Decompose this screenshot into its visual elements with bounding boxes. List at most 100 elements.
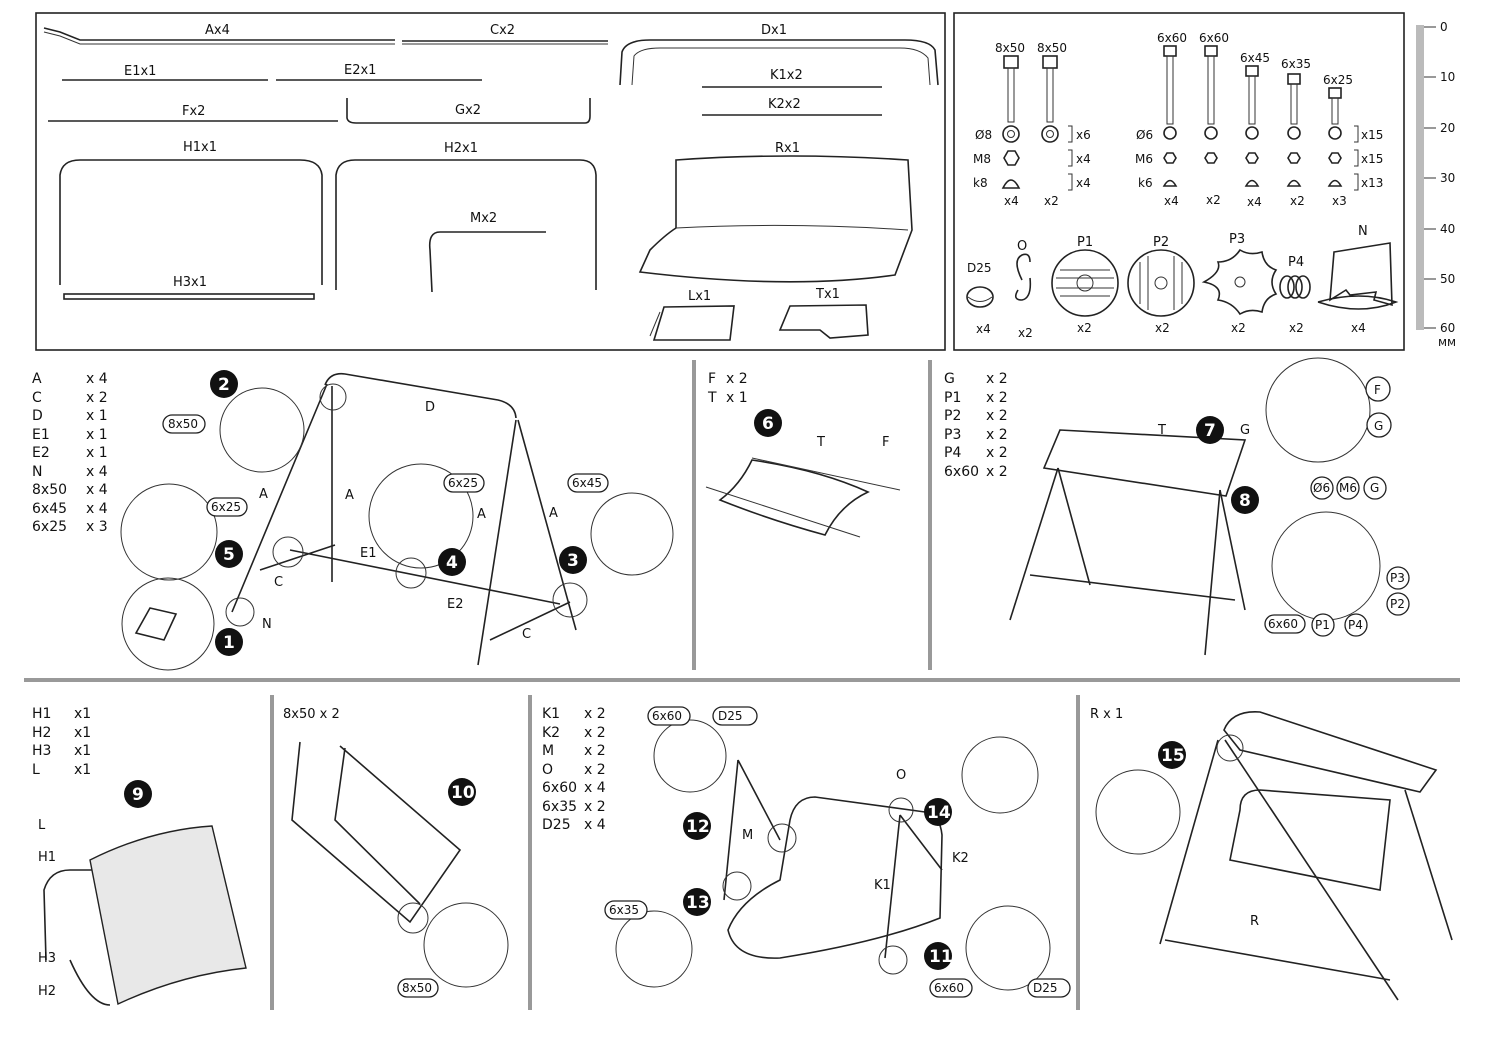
ruler-tick: 50 (1440, 272, 1455, 286)
list-qty: x1 (74, 761, 92, 778)
accessory-drawings (966, 242, 1399, 317)
part-label-C: Cx2 (490, 23, 515, 38)
count-label: x4 (1247, 195, 1262, 209)
list-part: K2 (542, 724, 561, 741)
frame-assembly-drawing (120, 372, 674, 671)
seat-frame-drawing (291, 741, 509, 988)
ruler-unit: мм (1438, 335, 1456, 349)
hanger-label: O (896, 768, 906, 783)
step-number: 11 (929, 947, 953, 967)
list-part: L (32, 761, 40, 778)
list-qty: x1 (74, 724, 92, 741)
parts-box (35, 12, 946, 351)
canopy-label: F (882, 435, 889, 450)
callout: 6x25 (448, 476, 478, 490)
count-label: x15 (1361, 128, 1383, 142)
ruler-tick: 0 (1440, 20, 1448, 34)
part-label-H3: H3x1 (173, 275, 207, 290)
canopy-label: T (816, 435, 825, 450)
list-part: N (32, 463, 43, 480)
accessory-label: D25 (967, 261, 992, 275)
count-label: x2 (1206, 193, 1221, 207)
part-label-H2: H2x1 (444, 141, 478, 156)
part-A-drawing (43, 27, 395, 45)
accessory-label: P2 (1153, 235, 1169, 250)
list-qty: x 2 (986, 426, 1008, 443)
list-qty: x 1 (86, 445, 108, 461)
canopy-frame-label: P3 (1390, 571, 1405, 585)
callout: 8x50 (402, 981, 432, 995)
bolt-label: 6x35 (1281, 57, 1311, 71)
hanger-label: K2 (952, 851, 969, 866)
section-title: R x 1 (1090, 707, 1123, 722)
list-qty: x 2 (584, 743, 606, 759)
ruler-tick: 10 (1440, 70, 1455, 84)
ruler-tick: 20 (1440, 121, 1455, 135)
list-part: F (708, 371, 717, 387)
canopy-frame-label: M6 (1339, 481, 1357, 495)
list-part: H2 (32, 724, 52, 741)
count-label: x6 (1076, 128, 1091, 142)
part-label-M: Mx2 (470, 211, 497, 226)
seat-label: H2 (38, 984, 56, 999)
bolt-drawings (1003, 45, 1342, 125)
list-part: O (542, 761, 554, 778)
list-part: K1 (542, 706, 561, 722)
step-number: 13 (686, 893, 710, 913)
row-label: Ø8 (975, 128, 992, 142)
list-part: D (32, 408, 43, 424)
part-H3-drawing (63, 293, 315, 300)
count-label: x4 (1076, 176, 1091, 190)
list-part: P2 (944, 408, 962, 424)
list-qty: x 2 (986, 389, 1008, 406)
list-part: 8x50 (32, 482, 68, 498)
step-number: 8 (1239, 491, 1251, 511)
part-R-drawing (638, 155, 913, 283)
list-qty: x 1 (86, 426, 108, 443)
row-label: k8 (973, 176, 988, 190)
list-qty: x 4 (86, 371, 108, 387)
part-label-K1: K1x2 (770, 68, 803, 83)
list-qty: x 2 (584, 706, 606, 722)
hanger-label: M (742, 828, 753, 843)
callout: 6x35 (609, 903, 639, 917)
final-swing-drawing (1095, 711, 1453, 1001)
section-title: 8x50 x 2 (283, 707, 340, 722)
bolt-label: 6x45 (1240, 51, 1270, 65)
row-label: Ø6 (1136, 128, 1153, 142)
canopy-frame-label: P2 (1390, 597, 1405, 611)
canopy-frame-label: P4 (1348, 618, 1363, 632)
list-qty: x 4 (86, 500, 108, 517)
step-markers (124, 370, 1259, 970)
bolt-label: 6x60 (1157, 31, 1187, 45)
list-qty: x 2 (584, 798, 606, 815)
step-number: 10 (451, 783, 475, 803)
step-number: 1 (223, 633, 235, 653)
seat-cover-drawing (43, 825, 247, 1006)
part-label-G: Gx2 (455, 103, 481, 118)
bolt-label: 6x25 (1323, 73, 1353, 87)
canopy-frame-label: P1 (1315, 618, 1330, 632)
list-part: C (32, 389, 42, 406)
list-qty: x 4 (86, 463, 108, 480)
list-part: 6x35 (542, 798, 578, 815)
step-number: 5 (223, 545, 235, 565)
list-qty: x 2 (726, 371, 748, 387)
bolt-label: 6x60 (1199, 31, 1229, 45)
list-qty: x 2 (584, 761, 606, 778)
canopy-frame-label: G (1374, 419, 1383, 433)
part-D-drawing (619, 39, 939, 86)
list-part: P4 (944, 445, 962, 461)
count-label: x2 (1290, 194, 1305, 208)
canopy-frame-drawing (1009, 357, 1381, 656)
list-qty: x1 (74, 706, 92, 722)
part-T-drawing (778, 304, 869, 339)
list-qty: x 2 (986, 408, 1008, 424)
accessory-count: x2 (1018, 326, 1033, 340)
accessory-count: x2 (1289, 321, 1304, 335)
part-label-H1: H1x1 (183, 140, 217, 155)
part-label-A: Ax4 (205, 23, 230, 38)
canopy-frame-label: Ø6 (1313, 481, 1330, 495)
